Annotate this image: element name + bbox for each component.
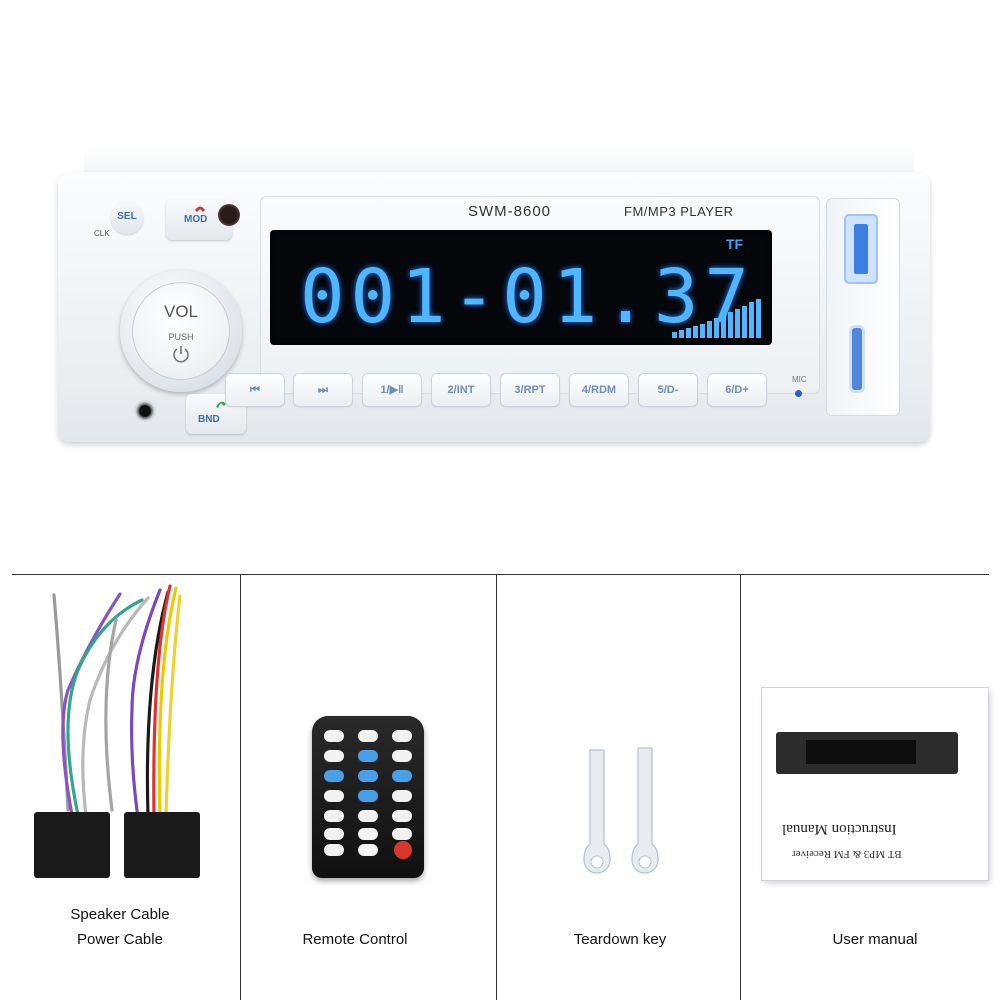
mod-label: MOD — [184, 214, 208, 225]
grid-divider-horizontal — [12, 574, 989, 575]
prev-track-button[interactable]: ⏮ — [226, 374, 284, 406]
control-panel-left: SEL CLK MOD VOL PUSH BND — [86, 196, 254, 434]
caption-power-cable: Power Cable — [77, 931, 163, 948]
caption-teardown-key: Teardown key — [573, 931, 667, 948]
grid-divider-1 — [240, 575, 241, 1000]
usb-port[interactable] — [844, 214, 878, 284]
remote-button — [392, 730, 412, 742]
preset-1-play-pause-button[interactable]: 1/▶ǁ — [363, 374, 421, 406]
remote-button — [324, 770, 344, 782]
cable-harness-image — [20, 580, 230, 890]
remote-button — [324, 790, 344, 802]
player-type-label: FM/MP3 PLAYER — [624, 204, 734, 219]
wire-bundle-icon — [52, 584, 182, 820]
grid-divider-2 — [496, 575, 497, 1000]
remote-button — [392, 750, 412, 762]
remote-button — [358, 770, 378, 782]
preset-button-row: ⏮ ⏭ 1/▶ǁ 2/INT 3/RPT 4/RDM 5/D- 6/D+ — [226, 374, 806, 410]
phone-hangup-icon — [195, 206, 205, 212]
caption-remote-control: Remote Control — [302, 931, 408, 948]
mic-label: MIC — [792, 375, 807, 384]
usb-port-contacts — [854, 224, 868, 274]
remote-button — [358, 730, 378, 742]
equalizer-bars-icon — [672, 299, 761, 338]
remote-button — [392, 770, 412, 782]
remote-button — [358, 750, 378, 762]
lcd-display: TF 001-01.37 — [270, 230, 772, 345]
preset-3-rpt-button[interactable]: 3/RPT — [501, 374, 559, 406]
manual-title-text: Instruction Manual — [782, 821, 897, 837]
ir-sensor — [218, 204, 240, 226]
iso-connector-right — [124, 812, 200, 878]
model-label: SWM-8600 — [468, 203, 552, 220]
remote-button — [392, 810, 412, 822]
radio-top-edge — [84, 146, 914, 176]
volume-knob[interactable]: VOL PUSH — [120, 270, 242, 392]
remote-button — [324, 810, 344, 822]
volume-knob-face: VOL PUSH — [132, 282, 230, 380]
sel-label: SEL — [117, 211, 137, 222]
media-port-panel — [826, 198, 900, 416]
remote-button — [358, 844, 378, 856]
remote-button — [324, 844, 344, 856]
remote-button — [392, 790, 412, 802]
grid-divider-3 — [740, 575, 741, 1000]
car-radio-head-unit: SWM-8600 FM/MP3 PLAYER TF 001-01.37 — [58, 146, 930, 442]
vol-label: VOL — [163, 302, 199, 321]
sd-card-slot[interactable] — [852, 328, 862, 390]
display-digits: 001-01.37 — [300, 254, 755, 340]
remote-button — [358, 828, 378, 840]
remote-control-image — [312, 716, 424, 878]
remote-power-icon — [394, 841, 412, 859]
remote-button — [358, 810, 378, 822]
remote-button — [324, 730, 344, 742]
aux-input-jack[interactable] — [134, 400, 156, 422]
next-track-button[interactable]: ⏭ — [294, 374, 352, 406]
caption-speaker-cable: Speaker Cable — [70, 906, 170, 923]
remote-button — [392, 828, 412, 840]
microphone-indicator — [795, 390, 802, 397]
teardown-key-icon — [583, 747, 659, 874]
remote-button — [358, 790, 378, 802]
preset-5-d-minus-button[interactable]: 5/D- — [639, 374, 697, 406]
preset-6-d-plus-button[interactable]: 6/D+ — [708, 374, 766, 406]
clk-label: CLK — [94, 229, 110, 238]
preset-2-int-button[interactable]: 2/INT — [432, 374, 490, 406]
sel-button[interactable]: SEL — [111, 202, 143, 234]
remote-button — [324, 750, 344, 762]
manual-subtitle-text: BT MP3 & FM Receiver — [792, 848, 902, 860]
bnd-label: BND — [198, 414, 220, 425]
power-icon — [173, 346, 189, 363]
preset-4-rdm-button[interactable]: 4/RDM — [570, 374, 628, 406]
tf-indicator: TF — [726, 236, 744, 252]
push-label: PUSH — [168, 332, 194, 342]
instruction-manual-image: Instruction Manual BT MP3 & FM Receiver — [762, 688, 988, 880]
remote-button — [324, 828, 344, 840]
phone-answer-icon — [216, 401, 226, 408]
manual-cover-radio-picture — [776, 732, 958, 774]
caption-user-manual: User manual — [832, 931, 918, 948]
manual-cover-lcd — [806, 740, 916, 764]
iso-connector-left — [34, 812, 110, 878]
